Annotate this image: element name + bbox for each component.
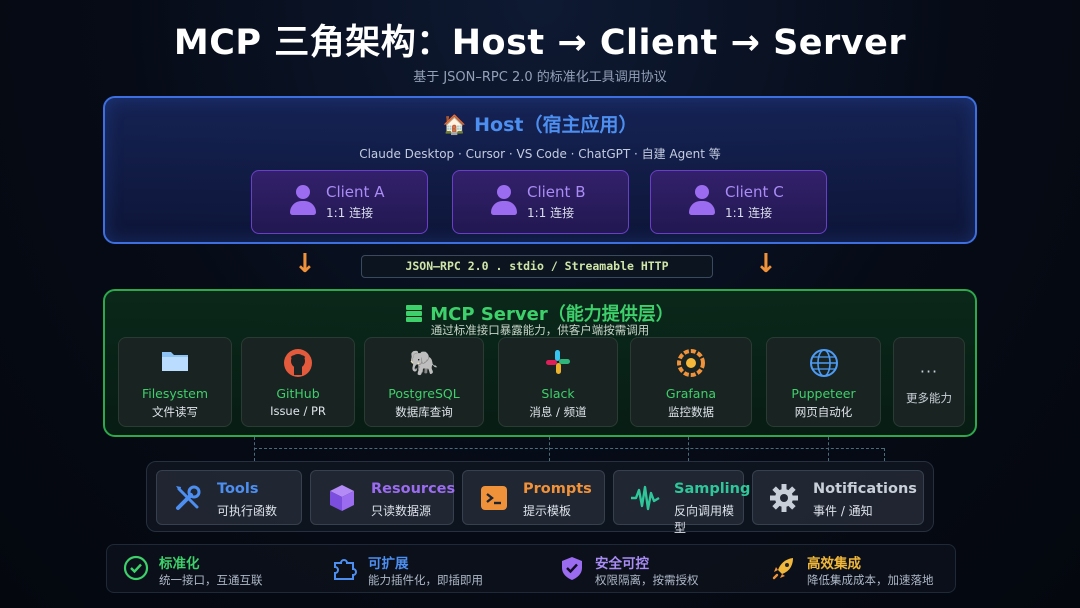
primitives-strip: Tools 可执行函数 Resources 只读数据源 Prompts 提示模板… [146,461,934,535]
client-connection: 1:1 连接 [326,206,374,220]
primitive-tools[interactable]: Tools 可执行函数 [156,470,302,525]
connector-line [254,437,255,461]
benefit-name: 可扩展 [368,556,409,572]
capability-desc: 文件读写 [152,405,198,419]
github-icon [242,348,354,378]
shield-icon [559,555,585,581]
client-card-a[interactable]: Client A 1:1 连接 [251,170,428,234]
page-title: MCP 三角架构：Host → Client → Server [173,23,907,63]
benefit-name: 高效集成 [807,556,861,572]
host-title: 🏠 Host（宿主应用） [105,110,975,137]
user-icon [689,185,715,217]
primitive-prompts[interactable]: Prompts 提示模板 [462,470,605,525]
benefit-secure: 安全可控 权限隔离，按需授权 [559,545,759,592]
folder-icon [119,348,231,378]
client-connection: 1:1 连接 [725,206,773,220]
server-title: MCP Server（能力提供层） [105,300,975,326]
user-icon [290,185,316,217]
benefit-extensible: 可扩展 能力插件化，即插即用 [332,545,542,592]
protocol-label: JSON–RPC 2.0 . stdio / Streamable HTTP [361,255,713,278]
page-subtitle: 基于 JSON–RPC 2.0 的标准化工具调用协议 [413,70,667,85]
primitive-desc: 只读数据源 [371,504,432,518]
arrow-down-icon: ↓ [294,249,316,279]
client-card-c[interactable]: Client C 1:1 连接 [650,170,827,234]
capability-name: GitHub [276,386,320,401]
capability-desc: Issue / PR [270,404,326,418]
grafana-icon [631,348,751,378]
server-panel: MCP Server（能力提供层） 通过标准接口暴露能力，供客户端按需调用 Fi… [103,289,977,437]
primitive-name: Prompts [523,481,592,497]
client-card-b[interactable]: Client B 1:1 连接 [452,170,629,234]
gear-icon [769,483,799,513]
connector-line [688,437,689,461]
client-name: Client C [725,183,784,201]
more-label: 更多能力 [906,391,952,405]
primitive-desc: 事件 / 通知 [813,504,873,518]
server-icon [406,305,423,322]
benefit-desc: 降低集成成本，加速落地 [807,573,934,587]
capability-postgresql[interactable]: 🐘 PostgreSQL 数据库查询 [364,337,484,427]
capability-desc: 监控数据 [668,405,714,419]
capability-filesystem[interactable]: Filesystem 文件读写 [118,337,232,427]
primitive-name: Tools [217,481,259,497]
benefit-name: 安全可控 [595,556,649,572]
primitive-name: Notifications [813,481,917,497]
capability-more[interactable]: ··· 更多能力 [893,337,965,427]
tools-icon [173,483,203,513]
host-title-text: Host（宿主应用） [474,114,638,136]
capability-puppeteer[interactable]: Puppeteer 网页自动化 [766,337,881,427]
capability-grafana[interactable]: Grafana 监控数据 [630,337,752,427]
capability-name: Slack [541,386,575,401]
primitive-notifications[interactable]: Notifications 事件 / 通知 [752,470,924,525]
cube-icon [327,483,357,513]
user-icon [491,185,517,217]
globe-icon [767,348,880,378]
benefit-desc: 能力插件化，即插即用 [368,573,483,587]
capability-github[interactable]: GitHub Issue / PR [241,337,355,427]
capability-desc: 消息 / 频道 [529,405,587,419]
primitive-desc: 可执行函数 [217,504,278,518]
more-icon: ··· [919,362,939,381]
client-connection: 1:1 连接 [527,206,575,220]
primitive-name: Resources [371,481,456,497]
primitive-desc: 反向调用模型 [674,504,735,535]
benefit-efficient: 高效集成 降低集成成本，加速落地 [771,545,951,592]
rocket-icon [771,555,797,581]
elephant-icon: 🐘 [409,349,439,377]
capability-slack[interactable]: Slack 消息 / 频道 [498,337,618,427]
benefit-desc: 统一接口，互通互联 [159,573,263,587]
capability-name: Grafana [665,386,717,401]
server-description: 通过标准接口暴露能力，供客户端按需调用 [430,323,650,337]
primitive-resources[interactable]: Resources 只读数据源 [310,470,456,525]
host-description: Claude Desktop · Cursor · VS Code · Chat… [359,147,721,161]
client-name: Client A [326,183,385,201]
terminal-icon [479,483,509,513]
capability-name: PostgreSQL [388,386,460,401]
arrow-down-icon: ↓ [755,249,777,279]
connector-line [549,437,550,461]
slack-icon [499,348,617,378]
primitive-desc: 提示模板 [523,504,572,518]
server-title-text: MCP Server（能力提供层） [430,304,674,325]
house-icon: 🏠 [442,114,467,136]
connector-line [884,448,885,461]
client-name: Client B [527,183,586,201]
primitive-name: Sampling [674,481,751,497]
host-panel: 🏠 Host（宿主应用） Claude Desktop · Cursor · VS… [103,96,977,244]
capability-desc: 数据库查询 [395,405,453,419]
benefit-name: 标准化 [159,556,200,572]
benefits-bar: 标准化 统一接口，互通互联 可扩展 能力插件化，即插即用 安全可控 权限隔离，按… [106,544,956,593]
benefit-standardized: 标准化 统一接口，互通互联 [123,545,323,592]
capability-name: Puppeteer [791,386,856,401]
puzzle-icon [332,555,358,581]
connector-line [828,437,829,461]
benefit-desc: 权限隔离，按需授权 [595,573,699,587]
check-circle-icon [123,555,149,581]
capability-desc: 网页自动化 [794,405,853,419]
connector-line [254,448,884,449]
waveform-icon [630,483,660,513]
capability-name: Filesystem [141,386,209,401]
primitive-sampling[interactable]: Sampling 反向调用模型 [613,470,750,535]
